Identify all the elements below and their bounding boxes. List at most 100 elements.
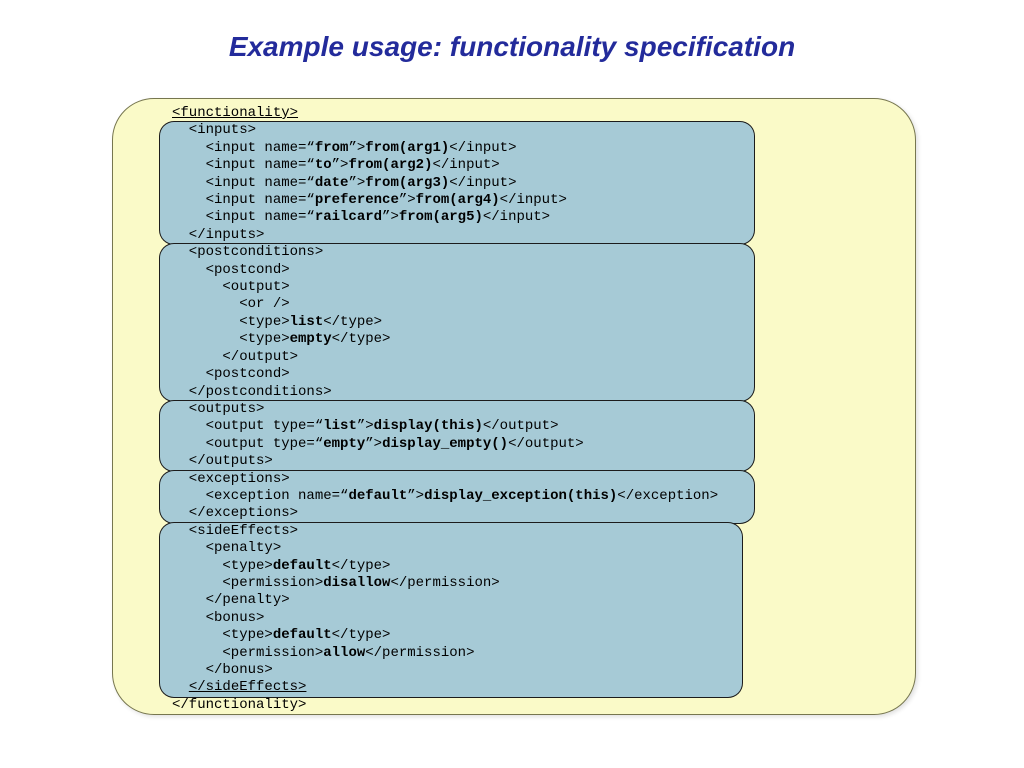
code-segment: </output>	[508, 435, 584, 452]
code-bold-segment: from(arg2)	[348, 157, 433, 174]
code-plain-section: <functionality>	[160, 105, 754, 122]
code-segment: </input>	[449, 174, 517, 191]
code-underlined-segment: </sideEffects>	[188, 679, 307, 696]
code-segment: <input name=“	[172, 157, 315, 174]
code-line: </bonus>	[160, 662, 742, 679]
code-segment: </exceptions>	[172, 505, 299, 522]
code-segment: <type>	[172, 557, 273, 574]
code-segment: </type>	[323, 313, 383, 330]
code-segment: </type>	[331, 557, 391, 574]
code-segment: </penalty>	[172, 592, 290, 609]
code-segment: <output type=“	[172, 418, 324, 435]
code-segment: ”>	[365, 435, 383, 452]
code-line: <type>default</type>	[160, 627, 742, 644]
code-line: <type>empty</type>	[160, 331, 754, 348]
code-line: <sideEffects>	[160, 523, 742, 540]
code-segment: </type>	[331, 627, 391, 644]
code-line: </sideEffects>	[160, 679, 742, 696]
code-line: <postcond>	[160, 366, 754, 383]
code-line: <bonus>	[160, 610, 742, 627]
code-segment: <input name=“	[172, 174, 315, 191]
code-bold-segment: allow	[323, 644, 366, 661]
code-segment: <permission>	[172, 574, 324, 591]
code-segment: <inputs>	[172, 122, 257, 139]
code-segment: ”>	[407, 487, 425, 504]
code-line: <or />	[160, 296, 754, 313]
code-line: <input name=“date”>from(arg3)</input>	[160, 175, 754, 192]
code-bold-segment: from	[314, 139, 349, 156]
code-segment: </output>	[172, 348, 299, 365]
code-line: </output>	[160, 349, 754, 366]
code-bold-segment: display_empty()	[382, 435, 509, 452]
code-segment: <type>	[172, 313, 290, 330]
code-bold-segment: empty	[323, 435, 366, 452]
code-highlight-box: <postconditions> <postcond> <output> <or…	[160, 244, 754, 401]
code-bold-segment: default	[348, 487, 408, 504]
code-line: <functionality>	[160, 105, 754, 122]
code-segment: ”>	[348, 139, 366, 156]
code-line: <outputs>	[160, 401, 754, 418]
xml-code-area: <functionality> <inputs> <input name=“fr…	[160, 105, 754, 714]
code-segment: <or />	[172, 296, 290, 313]
code-segment: <sideEffects>	[172, 522, 299, 539]
code-segment: <postcond>	[172, 366, 290, 383]
code-underlined-segment: <functionality>	[172, 105, 299, 121]
code-line: <penalty>	[160, 540, 742, 557]
code-line: <input name=“preference”>from(arg4)</inp…	[160, 192, 754, 209]
code-segment: </type>	[331, 331, 391, 348]
code-segment: </functionality>	[172, 696, 307, 713]
code-line: </postconditions>	[160, 384, 754, 401]
code-bold-segment: from(arg5)	[398, 209, 483, 226]
code-bold-segment: list	[289, 313, 324, 330]
code-bold-segment: default	[272, 627, 332, 644]
code-highlight-box: <inputs> <input name=“from”>from(arg1)</…	[160, 122, 754, 245]
code-segment: ”>	[331, 157, 349, 174]
code-segment: </postconditions>	[172, 383, 332, 400]
code-bold-segment: to	[314, 157, 332, 174]
code-bold-segment: default	[272, 557, 332, 574]
code-bold-segment: display_exception(this)	[424, 487, 618, 504]
code-bold-segment: date	[314, 174, 349, 191]
code-segment: </permission>	[365, 644, 475, 661]
code-segment: <input name=“	[172, 209, 315, 226]
code-segment: <bonus>	[172, 609, 265, 626]
code-segment: </permission>	[390, 574, 500, 591]
code-segment: </inputs>	[172, 226, 265, 243]
code-segment: <penalty>	[172, 540, 282, 557]
slide-title: Example usage: functionality specificati…	[228, 31, 796, 62]
code-line: <type>list</type>	[160, 314, 754, 331]
code-highlight-box: <outputs> <output type=“list”>display(th…	[160, 400, 754, 471]
code-bold-segment: from(arg3)	[365, 174, 450, 191]
code-line: <input name=“from”>from(arg1)</input>	[160, 140, 754, 157]
code-line: <input name=“railcard”>from(arg5)</input…	[160, 209, 754, 226]
code-segment: <postconditions>	[172, 244, 324, 261]
code-segment: </input>	[499, 192, 567, 209]
code-segment: </input>	[482, 209, 551, 226]
code-line: <permission>allow</permission>	[160, 645, 742, 662]
code-segment: </exception>	[617, 487, 719, 504]
code-line: <output>	[160, 279, 754, 296]
code-segment: </input>	[432, 157, 500, 174]
code-segment: ”>	[348, 174, 366, 191]
code-segment: </input>	[449, 139, 517, 156]
code-highlight-box: <exceptions> <exception name=“default”>d…	[160, 470, 754, 523]
code-segment: <output>	[172, 279, 290, 296]
code-line: </outputs>	[160, 453, 754, 470]
code-segment: ”>	[356, 418, 374, 435]
code-bold-segment: disallow	[323, 574, 391, 591]
code-line: </inputs>	[160, 227, 754, 244]
code-line: </exceptions>	[160, 505, 754, 522]
code-bold-segment: railcard	[314, 209, 383, 226]
code-bold-segment: from(arg4)	[415, 192, 500, 209]
code-segment: <type>	[172, 331, 290, 348]
code-bold-segment: display(this)	[373, 418, 483, 435]
code-plain-section: </functionality>	[160, 697, 754, 714]
code-line: <type>default</type>	[160, 558, 742, 575]
code-line: <permission>disallow</permission>	[160, 575, 742, 592]
code-segment: <exception name=“	[172, 487, 349, 504]
code-line: </penalty>	[160, 592, 742, 609]
code-segment: ”>	[382, 209, 399, 226]
code-segment: </outputs>	[172, 453, 273, 470]
code-line: <postconditions>	[160, 244, 754, 261]
